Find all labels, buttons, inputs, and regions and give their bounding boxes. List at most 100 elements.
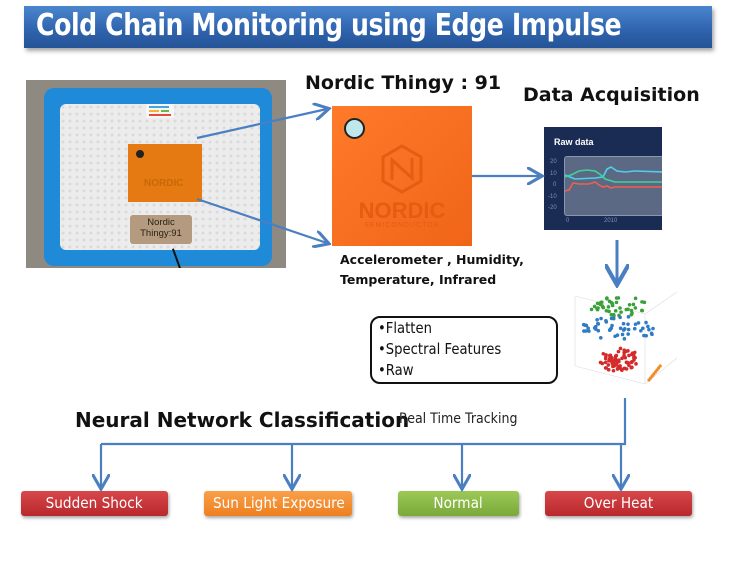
scatter-point bbox=[586, 326, 590, 330]
scatter-point bbox=[603, 356, 608, 361]
y-tick: 10 bbox=[550, 171, 557, 177]
scatter-point bbox=[613, 309, 618, 313]
scatter-point bbox=[630, 311, 634, 316]
scatter-point bbox=[651, 326, 655, 331]
scatter-point bbox=[640, 308, 645, 313]
sensor-line-1: Accelerometer , Humidity, bbox=[340, 252, 524, 267]
scatter-point bbox=[603, 360, 608, 365]
scatter-point bbox=[626, 332, 630, 336]
scatter-point bbox=[615, 333, 620, 337]
scatter-point bbox=[633, 306, 638, 310]
realtime-tracking-label: Real Time Tracking bbox=[399, 411, 518, 427]
scatter-point bbox=[627, 363, 631, 368]
y-tick: 20 bbox=[550, 159, 557, 165]
class-normal: Normal bbox=[398, 491, 519, 516]
nordic-thingy-device: NORDIC SEMICONDUCTOR bbox=[332, 106, 472, 246]
x-tick: 0 bbox=[566, 218, 570, 224]
device-button bbox=[136, 150, 144, 158]
scatter-point bbox=[613, 355, 618, 360]
scatter-point bbox=[629, 360, 634, 365]
raw-data-plot-area bbox=[564, 156, 662, 216]
scatter-point bbox=[618, 326, 623, 331]
scatter-point bbox=[633, 296, 638, 301]
scatter-point bbox=[606, 367, 611, 372]
scatter-point bbox=[619, 310, 623, 314]
scatter-point bbox=[616, 349, 621, 354]
device-label-line2: Thingy:91 bbox=[140, 228, 182, 239]
scatter-point bbox=[611, 316, 616, 321]
y-tick: -10 bbox=[548, 194, 557, 200]
scatter-point bbox=[626, 322, 630, 326]
scatter-point bbox=[618, 366, 623, 371]
scatter-point bbox=[600, 305, 605, 309]
class-over-heat: Over Heat bbox=[545, 491, 692, 516]
title-banner: Cold Chain Monitoring using Edge Impulse bbox=[24, 6, 712, 48]
scatter-point bbox=[607, 358, 611, 363]
arrow-photo-to-device-bottom bbox=[196, 197, 327, 243]
class-label: Over Heat bbox=[583, 494, 654, 512]
scatter-point bbox=[609, 355, 614, 360]
scatter-point bbox=[581, 322, 586, 327]
y-tick: 0 bbox=[553, 182, 557, 188]
scatter-point bbox=[640, 300, 644, 304]
scatter-point bbox=[631, 302, 636, 307]
scatter-point bbox=[612, 364, 616, 368]
edge-impulse-logo-icon bbox=[146, 104, 174, 118]
nordic-logo-icon bbox=[381, 144, 423, 194]
scatter-point bbox=[595, 317, 599, 322]
series-red bbox=[564, 181, 662, 192]
scatter-point bbox=[598, 336, 603, 340]
scatter-point bbox=[640, 326, 645, 331]
scatter-point bbox=[596, 306, 600, 310]
class-label: Normal bbox=[433, 494, 484, 512]
scatter-point bbox=[596, 328, 601, 333]
scatter-point bbox=[614, 300, 619, 305]
raw-data-lines bbox=[564, 166, 662, 192]
scatter-point bbox=[606, 363, 611, 367]
scatter-point bbox=[589, 307, 594, 312]
scatter-point bbox=[600, 361, 605, 366]
scatter-point bbox=[608, 327, 613, 332]
scatter-point bbox=[632, 358, 636, 362]
sensor-list: Accelerometer , Humidity, Temperature, I… bbox=[340, 250, 524, 290]
scatter-point bbox=[618, 364, 622, 368]
y-tick: -20 bbox=[548, 205, 557, 211]
scatter-point bbox=[644, 334, 649, 338]
scatter-point bbox=[622, 337, 627, 341]
scatter-point bbox=[604, 366, 608, 370]
feature-item: •Flatten bbox=[378, 319, 432, 337]
scatter-point bbox=[618, 346, 623, 351]
scatter-point bbox=[624, 349, 628, 354]
scatter-point bbox=[610, 303, 615, 308]
scatter-point bbox=[626, 327, 631, 332]
scatter-point bbox=[596, 321, 600, 326]
sensor-line-2: Temperature, Infrared bbox=[340, 272, 497, 287]
scatter-point bbox=[610, 323, 614, 328]
scatter-point bbox=[604, 353, 608, 357]
scatter-point bbox=[582, 329, 586, 333]
raw-data-chart: Raw data 20 10 0 -10 -20 0 2010 bbox=[544, 127, 662, 230]
scatter-point bbox=[624, 360, 629, 365]
scatter-point bbox=[617, 358, 621, 362]
feature-item: •Spectral Features bbox=[378, 340, 502, 358]
scatter-point bbox=[620, 356, 624, 361]
feature-item: •Raw bbox=[378, 361, 414, 379]
scatter-point bbox=[599, 316, 603, 321]
scatter-point bbox=[611, 368, 616, 373]
scatter-point bbox=[606, 305, 611, 309]
feature-scatter-plot bbox=[574, 291, 678, 385]
scatter-point bbox=[632, 350, 637, 355]
device-label: Nordic Thingy:91 bbox=[130, 215, 192, 244]
scatter-point bbox=[622, 327, 627, 331]
scatter-point bbox=[600, 300, 604, 304]
scatter-points bbox=[581, 296, 662, 382]
scatter-point bbox=[615, 367, 620, 371]
scatter-point bbox=[647, 327, 651, 332]
scatter-point bbox=[592, 304, 597, 309]
scatter-point bbox=[646, 324, 650, 329]
scatter-point bbox=[592, 326, 597, 330]
scatter-point bbox=[649, 331, 654, 336]
scatter-point bbox=[612, 313, 616, 318]
scatter-point bbox=[623, 355, 628, 360]
